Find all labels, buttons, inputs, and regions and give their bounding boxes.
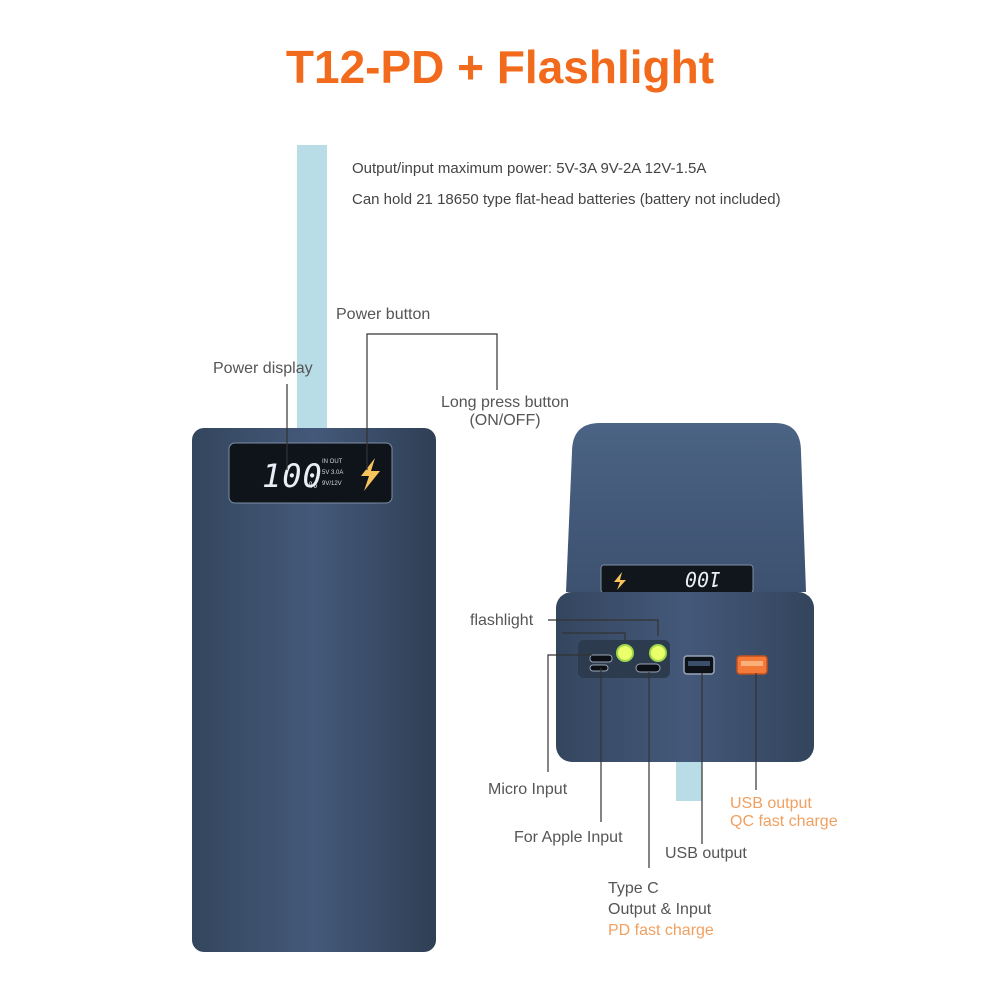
- micro-usb-port: [589, 654, 613, 663]
- lcd-info-line2: 5V 3.0A: [322, 470, 343, 476]
- lcd-percent-sign: %: [309, 480, 317, 490]
- label-micro-input: Micro Input: [488, 781, 568, 798]
- label-usb-output: USB output: [665, 845, 747, 862]
- lcd-info-line3: 9V/12V: [322, 481, 342, 487]
- label-usb-qc-line1: USB output: [730, 795, 812, 812]
- rear-lcd: [600, 564, 754, 594]
- label-typec: Type C Output & Input PD fast charge: [608, 878, 714, 941]
- flashlight-led-1: [616, 644, 634, 662]
- label-usb-qc: USB output QC fast charge: [730, 795, 838, 831]
- spec-max-power: Output/input maximum power: 5V-3A 9V-2A …: [352, 160, 707, 177]
- page-title: T12-PD + Flashlight: [285, 41, 715, 93]
- lightning-port: [589, 664, 609, 672]
- label-power-display: Power display: [213, 360, 313, 377]
- lightning-icon: [361, 458, 380, 491]
- powerbank-end-face: [556, 592, 814, 762]
- spec-battery-capacity: Can hold 21 18650 type flat-head batteri…: [352, 191, 781, 208]
- usb-c-port: [635, 663, 661, 673]
- lcd-info-line1: IN OUT: [322, 459, 343, 465]
- powerbank-side-top: [566, 423, 806, 592]
- label-typec-line3: PD fast charge: [608, 922, 714, 939]
- flashlight-led-2: [649, 644, 667, 662]
- lcd-panel: [228, 442, 393, 504]
- rear-lightning-icon: [614, 572, 626, 590]
- label-typec-line1: Type C: [608, 880, 659, 897]
- lcd-percent: 100: [262, 457, 323, 495]
- label-flashlight: flashlight: [470, 612, 534, 629]
- rear-lcd-reading: 100: [685, 567, 721, 591]
- leader-lines: [286, 333, 757, 868]
- label-long-press-line2: (ON/OFF): [469, 412, 541, 429]
- label-typec-line2: Output & Input: [608, 901, 712, 918]
- lanyard-strap-left: [297, 145, 327, 435]
- label-power-button: Power button: [336, 306, 431, 323]
- label-usb-qc-line2: QC fast charge: [730, 813, 838, 830]
- label-apple-input: For Apple Input: [514, 829, 623, 846]
- label-long-press: Long press button (ON/OFF): [435, 394, 575, 430]
- label-long-press-line1: Long press button: [440, 394, 570, 411]
- powerbank-front-body: [192, 428, 436, 952]
